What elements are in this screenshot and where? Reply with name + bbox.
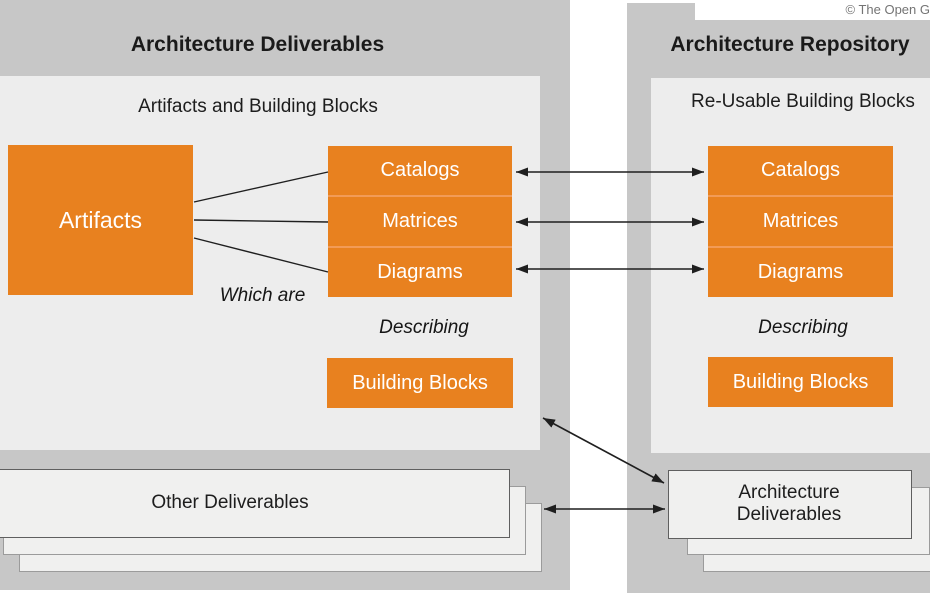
architecture-deliverables-label: Architecture Deliverables xyxy=(736,482,842,525)
other-deliverables-label: Other Deliverables xyxy=(151,492,309,513)
left-catalogs-label: Catalogs xyxy=(380,159,460,181)
right-matrices-label: Matrices xyxy=(762,210,839,232)
right-building-blocks-label: Building Blocks xyxy=(732,370,869,393)
left-describing-label: Describing xyxy=(379,317,469,338)
left-diagrams-box: Diagrams xyxy=(328,246,512,297)
right-building-blocks-box: Building Blocks xyxy=(708,357,893,407)
left-diagrams-label: Diagrams xyxy=(377,261,463,283)
artifacts-label: Artifacts xyxy=(58,206,143,233)
left-inner-title: Artifacts and Building Blocks xyxy=(138,96,378,117)
right-catalogs-box: Catalogs xyxy=(708,146,893,195)
right-diagrams-label: Diagrams xyxy=(757,261,844,283)
copyright-text: © The Open G xyxy=(695,0,930,20)
right-diagrams-box: Diagrams xyxy=(708,246,893,297)
which-are-label: Which are xyxy=(219,285,306,306)
artifacts-box: Artifacts xyxy=(8,145,193,295)
left-panel-title: Architecture Deliverables xyxy=(130,33,385,56)
left-matrices-label: Matrices xyxy=(382,210,458,232)
right-describing-label: Describing xyxy=(758,317,848,338)
left-artifact-types-column: Catalogs Matrices Diagrams xyxy=(328,146,512,297)
left-matrices-box: Matrices xyxy=(328,195,512,246)
other-deliverables-box xyxy=(0,469,510,538)
left-building-blocks-box: Building Blocks xyxy=(327,358,513,408)
right-artifact-types-column: Catalogs Matrices Diagrams xyxy=(708,146,893,297)
right-panel-title: Architecture Repository xyxy=(670,33,910,56)
right-catalogs-label: Catalogs xyxy=(761,159,840,181)
left-catalogs-box: Catalogs xyxy=(328,146,512,195)
left-building-blocks-label: Building Blocks xyxy=(352,371,488,394)
right-matrices-box: Matrices xyxy=(708,195,893,246)
right-inner-title: Re-Usable Building Blocks xyxy=(691,91,915,112)
architecture-deliverables-box xyxy=(668,470,912,539)
